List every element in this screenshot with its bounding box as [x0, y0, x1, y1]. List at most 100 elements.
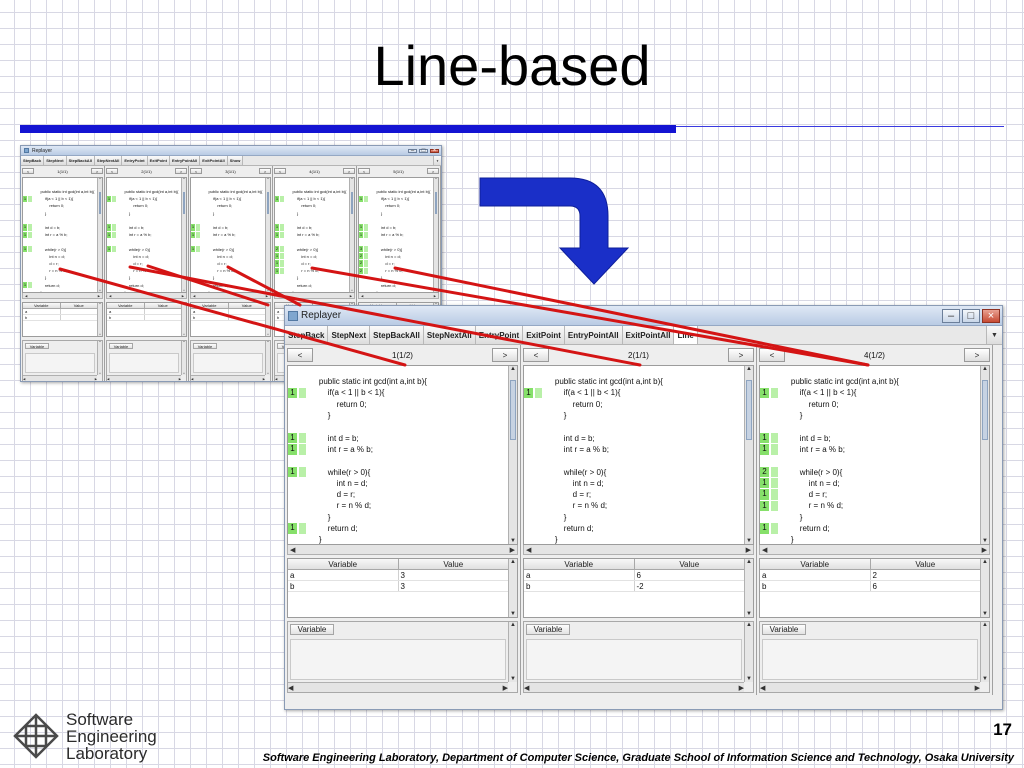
toolbar-stepbackall-button[interactable]: StepBackAll: [66, 156, 95, 165]
close-button[interactable]: ×: [982, 308, 1000, 323]
next-execution-button[interactable]: >: [728, 348, 754, 362]
scroll-up-arrow-icon[interactable]: ▲: [99, 341, 101, 343]
table-vertical-scrollbar[interactable]: ▲▼: [980, 559, 989, 617]
scroll-right-arrow-icon[interactable]: ▶: [181, 293, 184, 298]
next-execution-button[interactable]: >: [175, 168, 187, 174]
scroll-thumb[interactable]: [510, 380, 516, 440]
toolbar-stepback-button[interactable]: StepBack: [285, 326, 329, 344]
variable-column-header[interactable]: Variable: [288, 559, 399, 569]
watch-horizontal-scrollbar[interactable]: ◀▶: [288, 682, 508, 692]
scroll-right-arrow-icon[interactable]: ▶: [94, 376, 97, 381]
scroll-down-arrow-icon[interactable]: ▼: [982, 538, 988, 544]
scroll-down-arrow-icon[interactable]: ▼: [99, 334, 101, 336]
scroll-right-arrow-icon[interactable]: ▶: [738, 684, 744, 692]
code-vertical-scrollbar[interactable]: ▲▼: [980, 366, 989, 544]
toolbar-exitpoint-button[interactable]: ExitPoint: [523, 326, 565, 344]
scroll-down-arrow-icon[interactable]: ▼: [746, 611, 752, 617]
scroll-left-arrow-icon[interactable]: ◀: [288, 684, 294, 692]
scroll-up-arrow-icon[interactable]: ▲: [183, 303, 185, 305]
watch-horizontal-scrollbar[interactable]: ◀▶: [107, 375, 181, 381]
table-row[interactable]: b: [191, 315, 265, 321]
toolbar-stepnextall-button[interactable]: StepNextAll: [94, 156, 123, 165]
scroll-thumb[interactable]: [267, 192, 269, 214]
scroll-down-arrow-icon[interactable]: ▼: [435, 290, 437, 292]
previous-execution-button[interactable]: <: [274, 168, 286, 174]
scroll-down-arrow-icon[interactable]: ▼: [510, 611, 516, 617]
previous-execution-button[interactable]: <: [22, 168, 34, 174]
code-horizontal-scrollbar[interactable]: ◀▶: [287, 545, 518, 555]
table-row[interactable]: b: [107, 315, 181, 321]
toolbar-dropdown-button[interactable]: ▼: [433, 156, 441, 165]
value-column-header[interactable]: Value: [157, 303, 168, 308]
scroll-up-arrow-icon[interactable]: ▲: [99, 303, 101, 305]
previous-execution-button[interactable]: <: [190, 168, 202, 174]
next-execution-button[interactable]: >: [343, 168, 355, 174]
variable-column-header[interactable]: Variable: [107, 303, 145, 308]
watch-variable-button[interactable]: Variable: [762, 624, 806, 635]
scroll-left-arrow-icon[interactable]: ◀: [109, 293, 112, 298]
watch-variable-button[interactable]: Variable: [290, 624, 334, 635]
scroll-up-arrow-icon[interactable]: ▲: [746, 559, 752, 565]
scroll-down-arrow-icon[interactable]: ▼: [982, 611, 988, 617]
next-execution-button[interactable]: >: [91, 168, 103, 174]
scroll-left-arrow-icon[interactable]: ◀: [290, 546, 296, 554]
scroll-up-arrow-icon[interactable]: ▲: [351, 178, 353, 180]
scroll-down-arrow-icon[interactable]: ▼: [267, 290, 269, 292]
scroll-down-arrow-icon[interactable]: ▼: [510, 676, 516, 682]
scroll-down-arrow-icon[interactable]: ▼: [99, 373, 101, 375]
code-horizontal-scrollbar[interactable]: ◀▶: [358, 293, 439, 299]
watch-vertical-scrollbar[interactable]: ▲▼: [744, 622, 753, 682]
previous-execution-button[interactable]: <: [106, 168, 118, 174]
watch-horizontal-scrollbar[interactable]: ◀▶: [191, 375, 265, 381]
scroll-right-arrow-icon[interactable]: ▶: [262, 376, 265, 381]
scroll-down-arrow-icon[interactable]: ▼: [183, 373, 185, 375]
scroll-left-arrow-icon[interactable]: ◀: [524, 684, 530, 692]
scroll-left-arrow-icon[interactable]: ◀: [191, 376, 194, 381]
scroll-left-arrow-icon[interactable]: ◀: [762, 546, 768, 554]
scroll-down-arrow-icon[interactable]: ▼: [982, 676, 988, 682]
scroll-left-arrow-icon[interactable]: ◀: [275, 376, 278, 381]
toolbar-stepnextall-button[interactable]: StepNextAll: [423, 326, 476, 344]
scroll-up-arrow-icon[interactable]: ▲: [982, 366, 988, 372]
code-horizontal-scrollbar[interactable]: ◀▶: [523, 545, 754, 555]
watch-variable-button[interactable]: Variable: [109, 343, 133, 349]
scroll-right-arrow-icon[interactable]: ▶: [502, 684, 508, 692]
scroll-right-arrow-icon[interactable]: ▶: [265, 293, 268, 298]
variable-column-header[interactable]: Variable: [191, 303, 229, 308]
code-vertical-scrollbar[interactable]: ▲▼: [508, 366, 517, 544]
toolbar-exitpointall-button[interactable]: ExitPointAll: [622, 326, 675, 344]
toolbar-exitpoint-button[interactable]: ExitPoint: [147, 156, 170, 165]
value-column-header[interactable]: Value: [443, 560, 464, 569]
scroll-left-arrow-icon[interactable]: ◀: [23, 376, 26, 381]
previous-execution-button[interactable]: <: [287, 348, 313, 362]
code-vertical-scrollbar[interactable]: ▲▼: [744, 366, 753, 544]
table-vertical-scrollbar[interactable]: ▲▼: [265, 303, 270, 336]
scroll-up-arrow-icon[interactable]: ▲: [267, 178, 269, 180]
toolbar-stepnext-button[interactable]: StepNext: [44, 156, 67, 165]
variable-column-header[interactable]: Variable: [524, 559, 635, 569]
scroll-up-arrow-icon[interactable]: ▲: [746, 366, 752, 372]
code-vertical-scrollbar[interactable]: ▲▼: [97, 178, 102, 292]
watch-vertical-scrollbar[interactable]: ▲▼: [980, 622, 989, 682]
watch-horizontal-scrollbar[interactable]: ◀▶: [760, 682, 980, 692]
table-vertical-scrollbar[interactable]: ▲▼: [508, 559, 517, 617]
scroll-up-arrow-icon[interactable]: ▲: [183, 178, 185, 180]
watch-vertical-scrollbar[interactable]: ▲▼: [265, 341, 270, 375]
watch-vertical-scrollbar[interactable]: ▲▼: [97, 341, 102, 375]
scroll-down-arrow-icon[interactable]: ▼: [99, 290, 101, 292]
code-horizontal-scrollbar[interactable]: ◀▶: [22, 293, 103, 299]
scroll-down-arrow-icon[interactable]: ▼: [351, 290, 353, 292]
value-column-header[interactable]: Value: [73, 303, 84, 308]
toolbar-stepback-button[interactable]: StepBack: [21, 156, 45, 165]
code-horizontal-scrollbar[interactable]: ◀▶: [759, 545, 990, 555]
scroll-up-arrow-icon[interactable]: ▲: [982, 622, 988, 628]
scroll-down-arrow-icon[interactable]: ▼: [746, 538, 752, 544]
scroll-thumb[interactable]: [183, 192, 185, 214]
scroll-up-arrow-icon[interactable]: ▲: [510, 366, 516, 372]
scroll-left-arrow-icon[interactable]: ◀: [25, 293, 28, 298]
value-column-header[interactable]: Value: [241, 303, 252, 308]
scroll-up-arrow-icon[interactable]: ▲: [982, 559, 988, 565]
